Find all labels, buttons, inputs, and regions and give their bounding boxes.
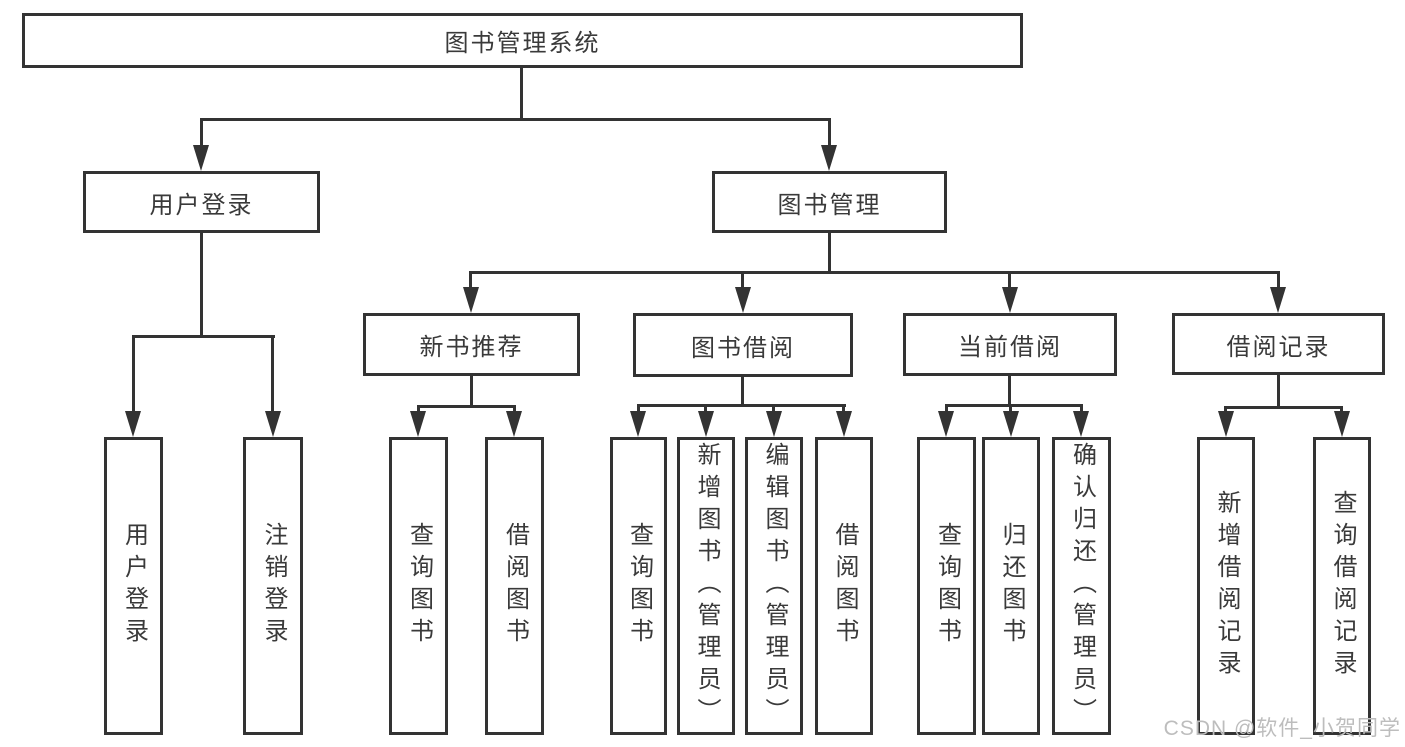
leaf-label: 查询图书: [625, 522, 653, 650]
arrow-down-icon: [1218, 411, 1234, 437]
connector-line: [417, 405, 420, 413]
arrow-down-icon: [410, 411, 426, 437]
connector-line: [741, 271, 744, 291]
arrow-down-icon: [463, 287, 479, 313]
arrow-down-icon: [735, 287, 751, 313]
connector-line: [1009, 404, 1012, 413]
leaf-label: 用户登录: [120, 522, 148, 650]
connector-line: [513, 405, 516, 413]
arrow-down-icon: [193, 145, 209, 171]
arrow-down-icon: [125, 411, 141, 437]
arrow-down-icon: [938, 411, 954, 437]
node-borrow-records: 借阅记录: [1172, 313, 1385, 375]
connector-line: [520, 68, 523, 121]
connector-line: [1224, 406, 1343, 409]
connector-line: [945, 404, 1083, 407]
leaf-borrow-books: 借阅图书: [815, 437, 873, 735]
leaf-confirm-return-admin: 确认归还（管理员）: [1052, 437, 1111, 735]
leaf-label: 查询图书: [405, 522, 433, 650]
leaf-add-borrow-record: 新增借阅记录: [1197, 437, 1255, 735]
connector-line: [1008, 376, 1011, 407]
leaf-query-books-current: 查询图书: [917, 437, 976, 735]
leaf-label: 注销登录: [260, 522, 287, 650]
node-root: 图书管理系统: [22, 13, 1023, 68]
connector-line: [945, 404, 948, 413]
arrow-down-icon: [821, 145, 837, 171]
arrow-down-icon: [766, 411, 782, 437]
leaf-query-books-rec: 查询图书: [389, 437, 448, 735]
leaf-label: 归还图书: [998, 522, 1025, 650]
connector-line: [741, 377, 744, 407]
connector-line: [704, 404, 707, 413]
leaf-label: 编辑图书（管理员）: [761, 442, 788, 730]
leaf-return-books: 归还图书: [982, 437, 1040, 735]
leaf-query-books-borrow: 查询图书: [610, 437, 667, 735]
leaf-label: 新增图书（管理员）: [693, 442, 720, 730]
connector-line: [772, 404, 775, 413]
leaf-label: 查询借阅记录: [1329, 490, 1356, 682]
leaf-label: 借阅图书: [501, 522, 529, 650]
leaf-label: 确认归还（管理员）: [1068, 442, 1096, 730]
arrow-down-icon: [1334, 411, 1350, 437]
arrow-down-icon: [836, 411, 852, 437]
leaf-add-books-admin: 新增图书（管理员）: [677, 437, 735, 735]
arrow-down-icon: [1073, 411, 1089, 437]
node-book-borrow: 图书借阅: [633, 313, 853, 377]
node-new-book-recommend-label: 新书推荐: [419, 334, 524, 361]
node-book-management-label: 图书管理: [777, 191, 882, 219]
connector-line: [417, 405, 516, 408]
leaf-label: 新增借阅记录: [1213, 490, 1240, 682]
csdn-watermark: CSDN @软件_小贺同学: [1163, 717, 1401, 740]
leaf-label: 查询图书: [933, 522, 961, 650]
arrow-down-icon: [506, 411, 522, 437]
node-current-borrow: 当前借阅: [903, 313, 1117, 376]
connector-line: [828, 118, 831, 148]
node-current-borrow-label: 当前借阅: [958, 334, 1062, 361]
leaf-borrow-books-rec: 借阅图书: [485, 437, 544, 735]
node-borrow-records-label: 借阅记录: [1226, 333, 1331, 361]
connector-line: [132, 335, 275, 338]
arrow-down-icon: [630, 411, 646, 437]
arrow-down-icon: [1002, 287, 1018, 313]
connector-line: [1277, 375, 1280, 409]
node-book-borrow-label: 图书借阅: [691, 334, 795, 362]
arrow-down-icon: [1270, 287, 1286, 313]
leaf-logout: 注销登录: [243, 437, 303, 735]
connector-line: [1008, 271, 1011, 291]
leaf-edit-books-admin: 编辑图书（管理员）: [745, 437, 803, 735]
connector-line: [132, 335, 135, 413]
leaf-query-borrow-record: 查询借阅记录: [1313, 437, 1371, 735]
connector-line: [1277, 271, 1280, 291]
node-user-login: 用户登录: [83, 171, 320, 233]
connector-line: [637, 404, 846, 407]
connector-line: [842, 404, 845, 413]
connector-line: [470, 376, 473, 408]
connector-line: [828, 233, 831, 273]
connector-line: [1080, 404, 1083, 413]
connector-line: [200, 233, 203, 337]
connector-line: [637, 404, 640, 413]
connector-line: [271, 335, 274, 413]
connector-line: [1224, 406, 1227, 413]
node-user-login-label: 用户登录: [149, 191, 254, 219]
leaf-label: 借阅图书: [831, 522, 858, 650]
node-new-book-recommend: 新书推荐: [363, 313, 580, 376]
leaf-user-login: 用户登录: [104, 437, 163, 735]
arrow-down-icon: [1003, 411, 1019, 437]
connector-line: [200, 118, 203, 148]
connector-line: [200, 118, 831, 121]
connector-line: [1340, 406, 1343, 413]
connector-line: [470, 271, 1280, 274]
node-book-management: 图书管理: [712, 171, 947, 233]
connector-line: [469, 271, 472, 291]
node-root-label: 图书管理系统: [444, 30, 601, 57]
arrow-down-icon: [698, 411, 714, 437]
arrow-down-icon: [265, 411, 281, 437]
